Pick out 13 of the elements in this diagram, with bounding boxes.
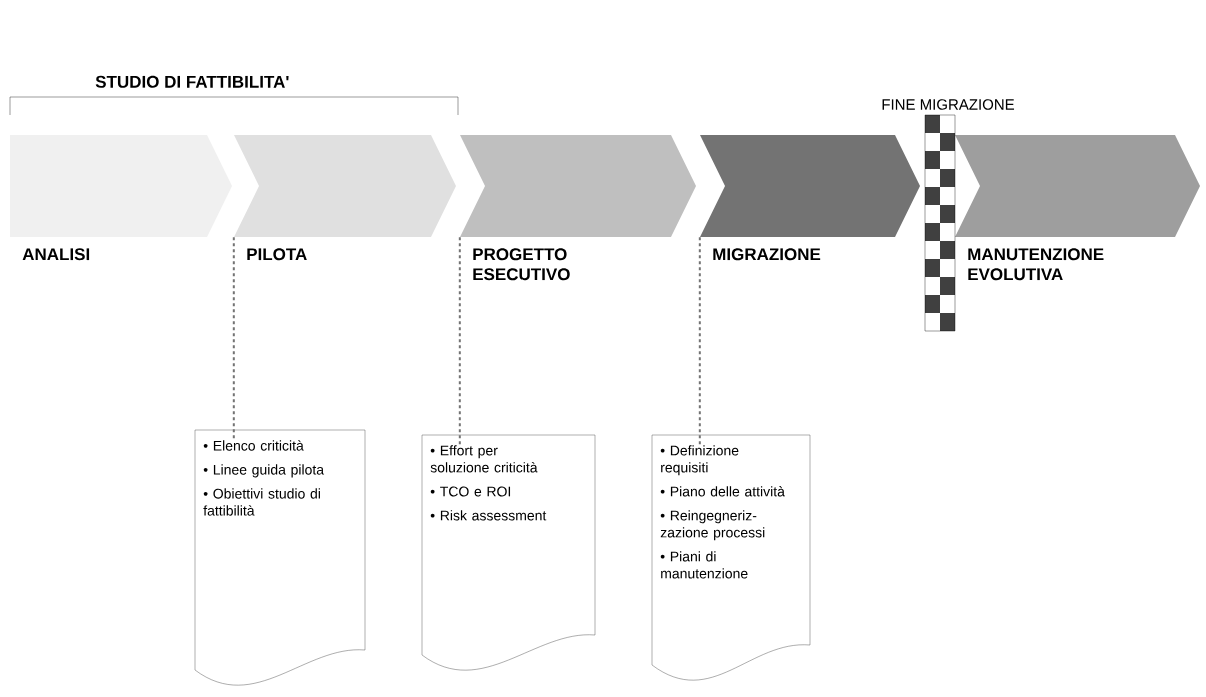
milestone-label: FINE MIGRAZIONE xyxy=(882,99,1015,110)
phase-label: PILOTA xyxy=(247,248,307,261)
bracket-label: STUDIO DI FATTIBILITA' xyxy=(95,75,289,88)
document-box: • Definizione requisiti • Piano delle attività • Reingegneriz- zazione processi • Piani di manutenzione xyxy=(651,434,811,681)
dotted-line xyxy=(458,236,461,446)
phase-label: MANUTENZIONE EVOLUTIVA xyxy=(968,248,1104,281)
phase-label: PROGETTO ESECUTIVO xyxy=(473,248,570,281)
document-box: • Effort per soluzione criticità • TCO e ROI • Risk assessment xyxy=(421,434,596,671)
document-box: • Elenco criticità • Linee guida pilota • Obiettivi studio di fattibilità xyxy=(194,429,366,686)
phase-label: MIGRAZIONE xyxy=(713,248,821,261)
phase-label: ANALISI xyxy=(22,248,90,261)
dotted-line xyxy=(232,236,235,441)
dotted-line xyxy=(698,236,701,446)
